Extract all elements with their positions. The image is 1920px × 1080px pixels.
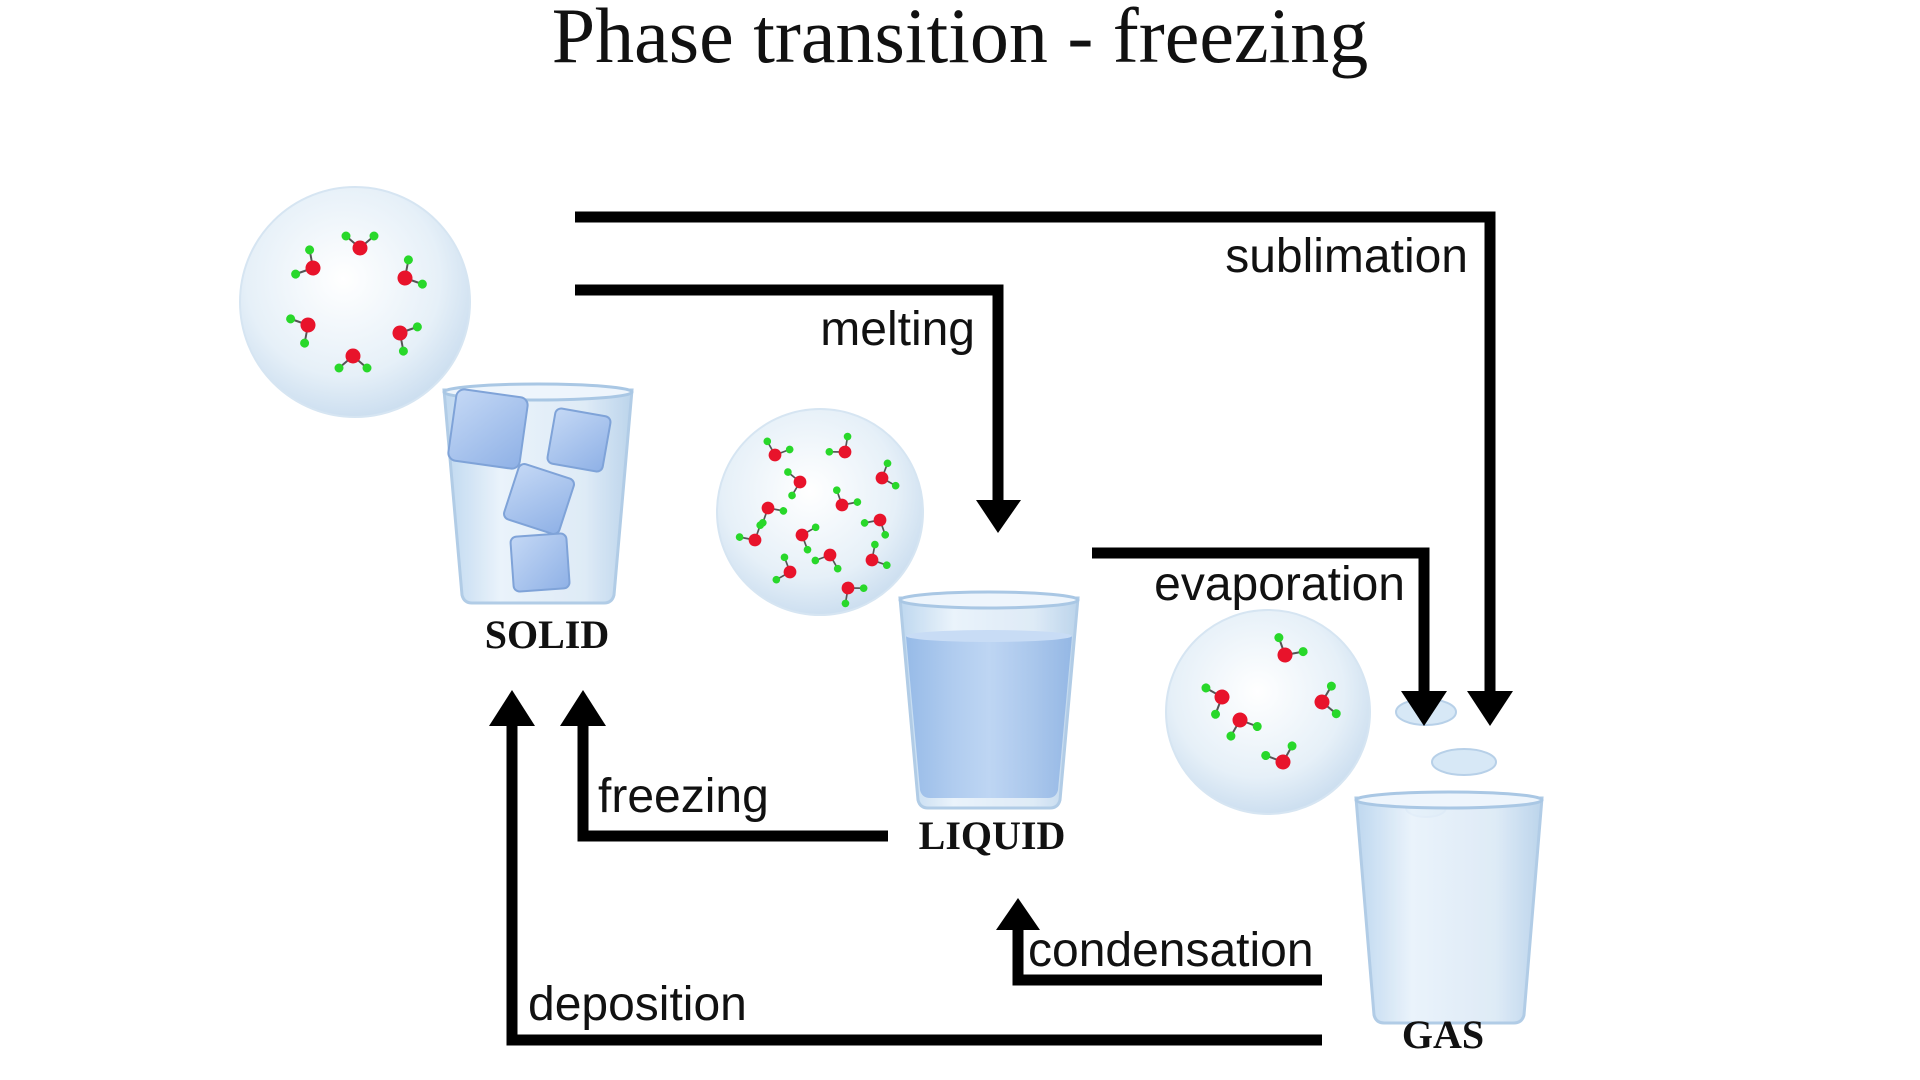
water-molecule [758,501,788,527]
state-label-solid: SOLID [485,612,610,657]
sublimation-arrow [575,211,1513,726]
water-molecule [795,523,820,554]
water-molecule [735,521,765,547]
freezing-arrow [560,690,888,842]
water-molecule [334,348,372,373]
water-molecule [1274,633,1308,663]
ice-cube [546,407,612,473]
gas-molecule-sphere [1165,609,1371,815]
state-label-liquid: LIQUID [919,813,1066,858]
water-molecule [1226,712,1262,741]
water-molecule [1201,683,1230,719]
process-label-sublimation: sublimation [1225,230,1468,283]
water-molecule [341,231,379,256]
melting-arrow [575,284,1021,533]
water [906,636,1072,798]
process-label-melting: melting [820,303,975,356]
water-molecule [811,548,842,573]
water-molecule [763,437,794,462]
water-molecule [286,314,316,348]
deposition-arrow [489,690,1322,1046]
process-label-deposition: deposition [528,978,747,1031]
liquid-glass [898,590,1080,810]
water-molecule [291,245,321,279]
solid-glass [442,382,634,605]
ice-cube [509,532,571,593]
ice-cube [447,388,529,470]
water-molecule [1314,681,1341,719]
water-molecule [841,581,868,608]
liquid-molecule-sphere [716,408,924,616]
water-molecule [1261,741,1297,770]
water-molecule [784,468,807,500]
gas-glass [1354,790,1544,1025]
page-title: Phase transition - freezing [552,0,1369,79]
process-label-condensation: condensation [1028,924,1314,977]
condensation-arrow [996,898,1322,986]
water-molecule [832,486,862,512]
solid-molecule-sphere [239,186,471,418]
process-label-evaporation: evaporation [1154,558,1405,611]
water-molecule [875,459,900,490]
evaporation-arrow [1092,547,1447,726]
water-molecule [860,513,890,539]
water-molecule [865,540,891,570]
water-molecule [825,432,852,459]
process-label-freezing: freezing [598,770,769,823]
water-molecule [772,553,797,584]
water-molecule [397,255,427,289]
ice-cube [503,463,575,535]
water-molecule [392,322,422,356]
state-label-gas: GAS [1402,1012,1484,1057]
